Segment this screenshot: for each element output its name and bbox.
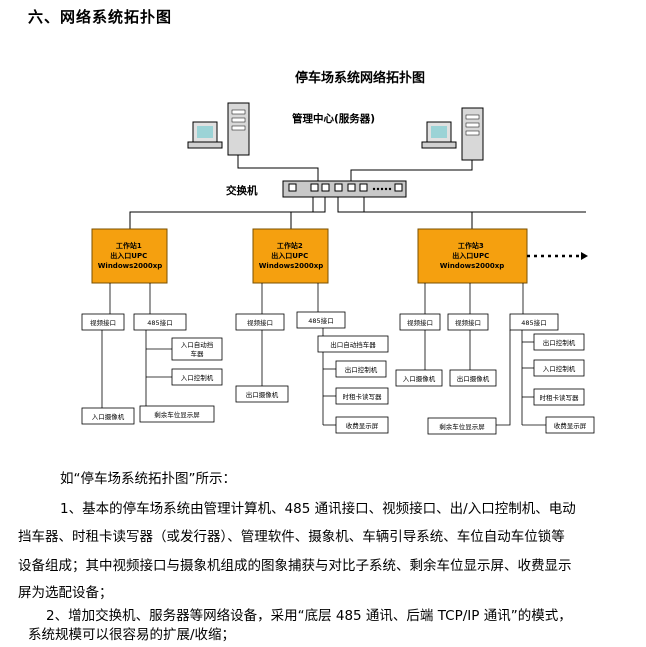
- server-left-computer: [187, 102, 250, 156]
- switch-icon: [282, 180, 407, 198]
- svg-text:入口自动挡: 入口自动挡: [181, 340, 214, 349]
- ws1-line-1: 出入口UPC: [110, 251, 147, 260]
- ws2-camera-box: 出口摄像机: [246, 390, 279, 399]
- ws2-gate-box: 出口自动挡车器: [330, 340, 376, 349]
- section-heading: 六、网络系统拓扑图: [28, 8, 173, 26]
- ws3-485-box: 485接口: [521, 318, 546, 327]
- ws3-cam-out-box: 出口摄像机: [457, 374, 490, 383]
- ws3-line-2: Windows2000xp: [440, 262, 505, 270]
- ws1-485-box: 485接口: [147, 318, 172, 327]
- paragraph-1-line-3: 设备组成；其中视频接口与摄象机组成的图象捕获与对比子系统、剩余车位显示屏、收费显…: [18, 558, 572, 574]
- ws3-video1-box: 视频接口: [407, 318, 433, 327]
- svg-text:车器: 车器: [191, 349, 205, 358]
- ws3-fee-box: 收费显示屏: [554, 421, 587, 430]
- ws2-line-2: Windows2000xp: [259, 262, 324, 270]
- ws2-video-box: 视频接口: [247, 318, 273, 327]
- ws3-video2-box: 视频接口: [455, 318, 481, 327]
- switch-label: 交换机: [226, 184, 258, 197]
- network-topology-diagram: 停车场系统网络拓扑图 管理中心(服务器) 交换机: [81, 70, 595, 435]
- workstation-2: [252, 228, 329, 284]
- ws1-video-box: 视频接口: [90, 318, 116, 327]
- ws1-camera-box: 入口摄像机: [92, 412, 125, 421]
- svg-text:工作站2 出入口UPC Windows200: 工作站2 出入口UPC Windows2000xp: [259, 241, 324, 270]
- workstation-3: [417, 228, 528, 284]
- ws3-line-0: 工作站3: [458, 241, 484, 250]
- svg-text:工作站1 出入口UPC Windows200: 工作站1 出入口UPC Windows2000xp: [98, 241, 163, 270]
- workstation-1: [91, 228, 168, 284]
- svg-text:工作站3 出入口UPC Windows200: 工作站3 出入口UPC Windows2000xp: [440, 241, 505, 270]
- paragraph-2-line-1: 2、增加交换机、服务器等网络设备，采用“底层 485 通讯、后端 TCP/IP …: [46, 608, 572, 624]
- ws2-fee-box: 收费显示屏: [346, 421, 379, 430]
- paragraph-2-line-2: 系统规模可以很容易的扩展/收缩；: [28, 627, 236, 643]
- ws3-cam-in-box: 入口摄像机: [403, 374, 436, 383]
- ws2-485-box: 485接口: [308, 316, 333, 325]
- ws1-line-2: Windows2000xp: [98, 262, 163, 270]
- ws1-ctrl-box: 入口控制机: [181, 373, 214, 382]
- server-label: 管理中心(服务器): [292, 112, 375, 125]
- paragraph-intro: 如“停车场系统拓扑图”所示：: [60, 471, 236, 487]
- ws2-card-box: 时租卡读写器: [343, 392, 383, 401]
- ws3-line-1: 出入口UPC: [452, 251, 489, 260]
- ws1-display-box: 剩余车位显示屏: [154, 410, 200, 419]
- ws2-line-1: 出入口UPC: [271, 251, 308, 260]
- ws3-in-ctrl-box: 入口控制机: [543, 364, 576, 373]
- ws2-ctrl-box: 出口控制机: [345, 365, 378, 374]
- ws3-card-box: 时租卡读写器: [540, 393, 580, 402]
- ws1-line-0: 工作站1: [116, 241, 142, 250]
- diagram-title: 停车场系统网络拓扑图: [295, 70, 425, 86]
- ws3-out-ctrl-box: 出口控制机: [543, 338, 576, 347]
- ws3-display-box: 剩余车位显示屏: [439, 422, 485, 431]
- ws1-gate-line-0: 入口自动挡: [181, 340, 214, 349]
- paragraph-1-line-1: 1、基本的停车场系统由管理计算机、485 通讯接口、视频接口、出/入口控制机、电…: [60, 501, 576, 517]
- paragraph-1-line-4: 屏为选配设备；: [18, 585, 113, 601]
- ws2-line-0: 工作站2: [277, 241, 303, 250]
- paragraph-1-line-2: 挡车器、时租卡读写器（或发行器）、管理软件、摄象机、车辆引导系统、车位自动车位锁…: [18, 529, 565, 545]
- ws1-gate-line-1: 车器: [191, 349, 205, 358]
- server-right-computer: [421, 107, 484, 161]
